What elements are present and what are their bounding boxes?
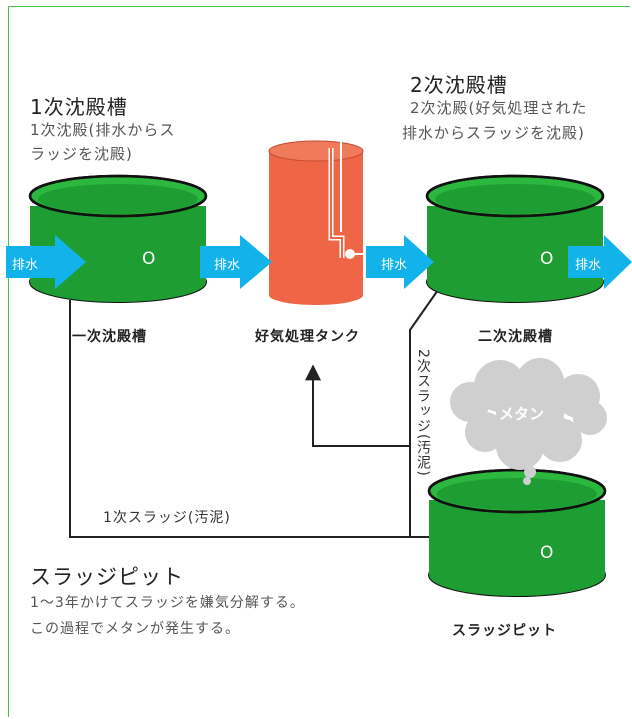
secondary-sludge-label: 2次スラッジ(汚泥): [415, 349, 431, 477]
primary-sludge-label: 1次スラッジ(汚泥): [103, 510, 231, 526]
outlet-arrow: [568, 235, 632, 289]
primary-desc-1: 1次沈殿(排水からス: [30, 121, 176, 139]
aerobic-tank: [268, 134, 364, 305]
secondary-title: 2次沈殿槽: [410, 73, 508, 97]
secondary-sludge-line: [409, 289, 439, 537]
sludge-pit-tank: [427, 468, 607, 597]
aerobic-tank-label: 好気処理タンク: [255, 329, 360, 345]
methane-label: メタン: [499, 405, 545, 423]
diagram-frame: [8, 6, 630, 717]
primary-sludge-line: [69, 300, 472, 545]
primary-desc-2: ラッジを沈殿): [30, 145, 133, 163]
inlet-arrow: [6, 235, 86, 289]
sludge-flow-lines: [69, 289, 472, 545]
return-sludge-line: [305, 364, 410, 447]
primary-title: 1次沈殿槽: [30, 95, 128, 119]
primary-tank-mark: O: [142, 249, 156, 269]
primary-tank-label: 一次沈殿槽: [72, 329, 147, 345]
pit-tank-mark: O: [540, 543, 554, 563]
outlet-arrow-label: 排水: [575, 258, 602, 273]
secondary-desc-1: 2次沈殿(好気処理された: [410, 99, 588, 117]
pit-tank-label: スラッジピット: [452, 623, 557, 639]
wastewater-arrows: [6, 235, 632, 289]
pit-title: スラッジピット: [30, 565, 184, 589]
pit-desc-1: 1〜3年かけてスラッジを嫌気分解する。: [30, 595, 305, 611]
arrow-to-aerobic: [200, 235, 272, 289]
secondary-tank-label: 二次沈殿槽: [478, 329, 553, 345]
methane-cloud: [450, 358, 607, 485]
secondary-tank: [425, 174, 605, 303]
inlet-arrow-label: 排水: [12, 258, 39, 273]
secondary-desc-2: 排水からスラッジを沈殿): [402, 124, 585, 142]
arrow-to-aerobic-label: 排水: [214, 258, 241, 273]
primary-tank: [28, 174, 208, 303]
secondary-tank-mark: O: [540, 249, 554, 269]
pit-desc-2: この過程でメタンが発生する。: [30, 621, 240, 637]
arrow-to-secondary: [366, 235, 434, 289]
arrow-to-secondary-label: 排水: [381, 258, 408, 273]
